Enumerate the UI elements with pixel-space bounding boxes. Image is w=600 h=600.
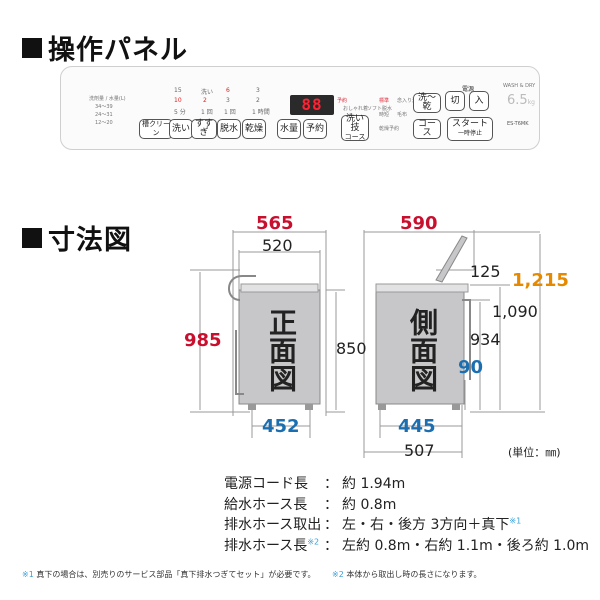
panel-section-heading: 操作パネル [22, 28, 188, 67]
spec-note: ※1 [509, 516, 522, 526]
side-base-depth: 445 [398, 416, 436, 437]
tub-clean-button[interactable]: 槽クリーン [139, 119, 173, 139]
side-foot-height: 90 [458, 357, 484, 378]
spec-label: 排水ホース取出 [224, 517, 322, 533]
footnote-2: ※2 本体から取出し時の長さになります。 [332, 569, 482, 580]
course-label-2: ソフト脱水 [367, 106, 393, 112]
footnote-1-text: 真下の場合は、別売りのサービス部品「真下排水つぎてセット」が必要です。 [36, 570, 316, 579]
spec-row: 排水ホース取出：左・右・後方 3方向＋真下※1 [224, 514, 521, 534]
care-course-line1: 洗い技 [345, 113, 364, 133]
care-course-line2: コース [344, 132, 366, 141]
course-label-7: 乾燥予約 [379, 126, 400, 132]
care-course-button[interactable]: 洗い技 コース [341, 113, 369, 141]
footnote-1-mark: ※1 [22, 570, 34, 579]
water-level-label: 洗剤量 / 水量(L) [89, 96, 126, 102]
water-row-2: 24～31 [95, 112, 113, 118]
course-label-5: 時短 [379, 112, 390, 118]
model-number: ES-T6MK [507, 121, 529, 127]
power-on-button[interactable]: 入 [469, 91, 489, 111]
dimension-title: 寸法図 [48, 225, 132, 256]
course-label-3: 標準 [379, 98, 390, 104]
power-label: 電源 [462, 86, 475, 93]
side-view-label: 側面図 [406, 308, 439, 392]
wash-time-1: 15 [174, 87, 182, 94]
side-height-934: 934 [470, 330, 501, 349]
rinse-count-1: 洗い [201, 89, 214, 96]
footnote-2-text: 本体から取出し時の長さになります。 [346, 570, 482, 579]
spec-row: 電源コード長：約 1.94m [224, 473, 405, 493]
spec-label: 排水ホース長※2 [224, 535, 324, 555]
spec-label-text: 排水ホース長 [224, 538, 308, 554]
rinse-button[interactable]: すすぎ [191, 119, 217, 139]
spec-value: 約 1.94m [342, 476, 406, 492]
wash-time-2: 10 [174, 97, 182, 104]
water-button[interactable]: 水量 [277, 119, 301, 139]
spin-button[interactable]: 脱水 [217, 119, 241, 139]
side-lid-offset: 125 [470, 262, 501, 281]
dry-3: 1 時間 [252, 109, 270, 116]
footnote-2-mark: ※2 [332, 570, 344, 579]
dry-button[interactable]: 乾燥 [242, 119, 266, 139]
course-label-4: 念入り洗 [397, 98, 418, 104]
side-depth-body: 507 [404, 441, 435, 460]
spin-2: 3 [226, 97, 230, 104]
water-row-3: 12～20 [95, 120, 113, 126]
spec-value: 約 0.8m [342, 497, 397, 513]
spec-label-note: ※2 [307, 537, 320, 547]
capacity-unit: kg [527, 99, 535, 106]
square-bullet-icon [22, 37, 42, 58]
control-panel: 洗剤量 / 水量(L) 34～39 24～31 12～20 15 10 5 分 … [60, 66, 540, 150]
start-line1: スタート [451, 119, 488, 129]
rinse-count-2: 2 [203, 97, 207, 104]
dry-1: 3 [256, 87, 260, 94]
front-width-body: 520 [262, 236, 293, 255]
course-button[interactable]: コース [413, 119, 441, 139]
wash-dry-button[interactable]: 洗～乾 [413, 93, 441, 113]
spec-row: 給水ホース長：約 0.8m [224, 494, 396, 514]
brand-small-text: WASH & DRY [503, 83, 536, 89]
spec-row: 排水ホース長※2：左約 0.8m・右約 1.1m・後ろ約 1.0m [224, 535, 589, 555]
dry-2: 2 [256, 97, 260, 104]
side-depth-total: 590 [400, 213, 438, 234]
digital-display: 88 [290, 95, 334, 115]
dimension-section-heading: 寸法図 [22, 218, 132, 257]
unit-label: (単位：㎜) [508, 446, 561, 459]
spec-value: 左・右・後方 3方向＋真下 [342, 517, 510, 533]
front-height: 985 [184, 330, 222, 351]
spin-1: 6 [226, 87, 230, 94]
capacity-number: 6.5 [507, 93, 528, 108]
front-view-label: 正面図 [265, 308, 298, 392]
water-row-1: 34～39 [95, 104, 113, 110]
square-bullet-icon [22, 227, 42, 248]
spin-3: 1 回 [224, 109, 236, 116]
side-height-1090: 1,090 [492, 302, 538, 321]
front-width-total: 565 [256, 213, 294, 234]
panel-title: 操作パネル [48, 35, 188, 66]
rinse-count-3: 1 回 [201, 109, 213, 116]
start-line2: 一時停止 [457, 130, 482, 137]
display-timer-label: 予約 [337, 98, 348, 104]
front-body-height: 850 [336, 339, 367, 358]
front-base-width: 452 [262, 416, 300, 437]
capacity-value: 6.5kg [507, 93, 535, 108]
wash-button[interactable]: 洗い [169, 119, 193, 139]
spec-label: 電源コード長 [224, 476, 308, 492]
timer-button[interactable]: 予約 [303, 119, 327, 139]
side-height-lid-open: 1,215 [512, 270, 569, 291]
footnote-1: ※1 真下の場合は、別売りのサービス部品「真下排水つぎてセット」が必要です。 [22, 569, 316, 580]
wash-time-3: 5 分 [174, 109, 186, 116]
spec-value: 左約 0.8m・右約 1.1m・後ろ約 1.0m [342, 538, 590, 554]
spec-label: 給水ホース長 [224, 497, 308, 513]
start-pause-button[interactable]: スタート 一時停止 [447, 117, 493, 141]
power-off-button[interactable]: 切 [445, 91, 465, 111]
course-label-1: おしゃれ着 [343, 106, 369, 112]
course-label-6: 毛布 [397, 112, 408, 118]
